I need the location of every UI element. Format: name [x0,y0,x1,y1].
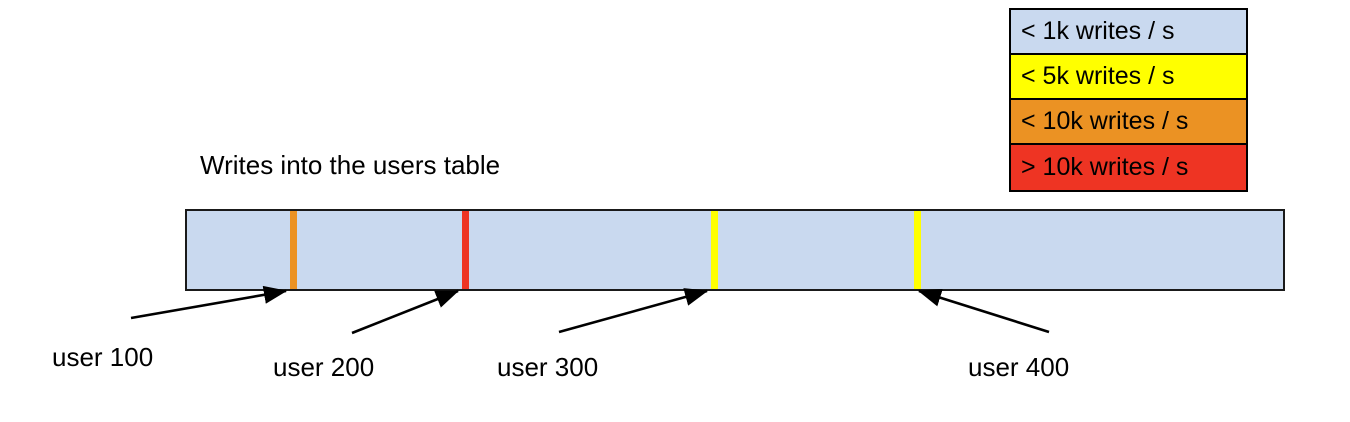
arrow-user-100 [130,285,288,320]
label-user-100: user 100 [52,342,154,372]
legend-label-lt-5k: < 5k writes / s [1021,62,1175,90]
users-table-keyspace-bar [185,209,1285,291]
legend-row-lt-1k: < 1k writes / s [1011,10,1246,55]
legend-row-lt-5k: < 5k writes / s [1011,55,1246,100]
arrow-user-200 [351,289,460,335]
legend-row-gt-10k: > 10k writes / s [1011,145,1246,190]
label-user-300: user 300 [497,352,599,382]
label-user-200: user 200 [273,352,375,382]
legend-label-lt-10k: < 10k writes / s [1021,107,1189,135]
legend-row-lt-10k: < 10k writes / s [1011,100,1246,145]
marker-user-100 [290,211,297,289]
marker-user-300 [711,211,718,289]
writes-legend: < 1k writes / s < 5k writes / s < 10k wr… [1009,8,1248,192]
arrow-user-300 [558,288,709,334]
legend-label-lt-1k: < 1k writes / s [1021,17,1175,45]
legend-label-gt-10k: > 10k writes / s [1021,153,1189,181]
bar-caption: Writes into the users table [200,150,501,180]
marker-user-200 [462,211,469,289]
arrow-user-400 [917,288,1050,334]
marker-user-400 [914,211,921,289]
label-user-400: user 400 [968,352,1070,382]
